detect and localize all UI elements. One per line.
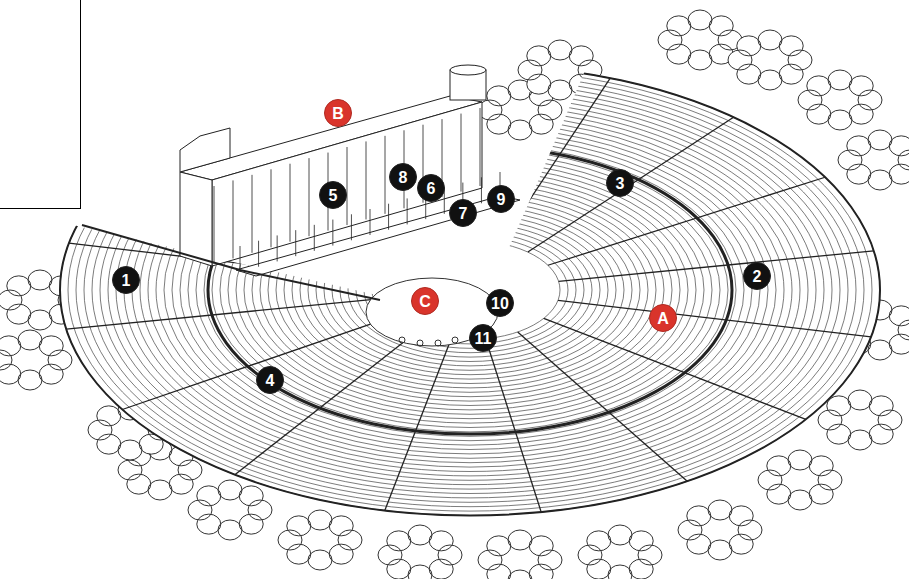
stair xyxy=(501,78,610,243)
stair xyxy=(558,300,871,337)
callout-number: 10 xyxy=(486,289,514,317)
callout-number: B xyxy=(324,99,352,127)
callout-number: C xyxy=(411,287,439,315)
column xyxy=(407,198,408,224)
tree xyxy=(578,525,662,579)
callout-number: A xyxy=(649,304,677,332)
outer-wall xyxy=(60,65,880,516)
column xyxy=(271,169,272,247)
tree xyxy=(798,70,882,130)
column xyxy=(370,209,371,235)
seat-row xyxy=(100,87,840,494)
stair xyxy=(528,117,734,252)
stair xyxy=(548,177,825,265)
seat-row xyxy=(308,201,632,379)
corner-frame xyxy=(0,0,81,209)
seat-row xyxy=(124,100,816,481)
callout-number: 3 xyxy=(606,169,634,197)
column xyxy=(252,175,253,253)
stair xyxy=(486,339,542,512)
tree xyxy=(0,330,72,390)
column xyxy=(480,108,481,186)
seat-row xyxy=(92,82,848,498)
tree xyxy=(818,390,902,450)
column xyxy=(295,230,296,256)
stair xyxy=(122,316,393,409)
column xyxy=(388,204,389,230)
tree xyxy=(188,480,272,540)
stair xyxy=(559,251,874,282)
tree xyxy=(378,525,462,579)
column xyxy=(240,246,241,272)
column xyxy=(314,225,315,251)
column xyxy=(347,147,348,225)
seat-row xyxy=(356,227,584,352)
column xyxy=(481,177,482,203)
callout-number: 1 xyxy=(112,266,140,294)
callout-number: 2 xyxy=(743,262,771,290)
seat-row xyxy=(76,73,864,506)
seat-row xyxy=(68,69,872,511)
callout-number: 4 xyxy=(256,366,284,394)
tree xyxy=(278,510,362,570)
tree xyxy=(758,450,842,510)
callout-number: 5 xyxy=(319,181,347,209)
stair xyxy=(66,299,381,330)
callout-number: 7 xyxy=(449,199,477,227)
column xyxy=(385,136,386,214)
callout-number: 8 xyxy=(389,163,417,191)
stair xyxy=(518,332,688,481)
seat-row xyxy=(116,95,824,484)
tree xyxy=(838,130,909,190)
callout-number: 6 xyxy=(417,174,445,202)
column xyxy=(461,114,462,192)
column xyxy=(214,186,215,264)
stair xyxy=(385,338,452,510)
tree xyxy=(678,500,762,560)
column xyxy=(351,214,352,240)
tree xyxy=(728,30,812,90)
column xyxy=(290,164,291,242)
seat-row xyxy=(316,205,624,374)
stair xyxy=(544,318,806,419)
column xyxy=(233,180,234,258)
seat-row xyxy=(108,91,832,489)
column xyxy=(258,241,259,267)
stair xyxy=(235,331,419,475)
tree xyxy=(478,530,562,579)
column xyxy=(277,235,278,261)
column xyxy=(366,141,367,219)
column xyxy=(332,220,333,246)
callout-number: 11 xyxy=(469,324,497,352)
seat-row xyxy=(348,223,592,357)
seat-row xyxy=(84,78,856,503)
column xyxy=(309,158,310,236)
callout-number: 9 xyxy=(487,185,515,213)
seat-row xyxy=(60,65,880,516)
